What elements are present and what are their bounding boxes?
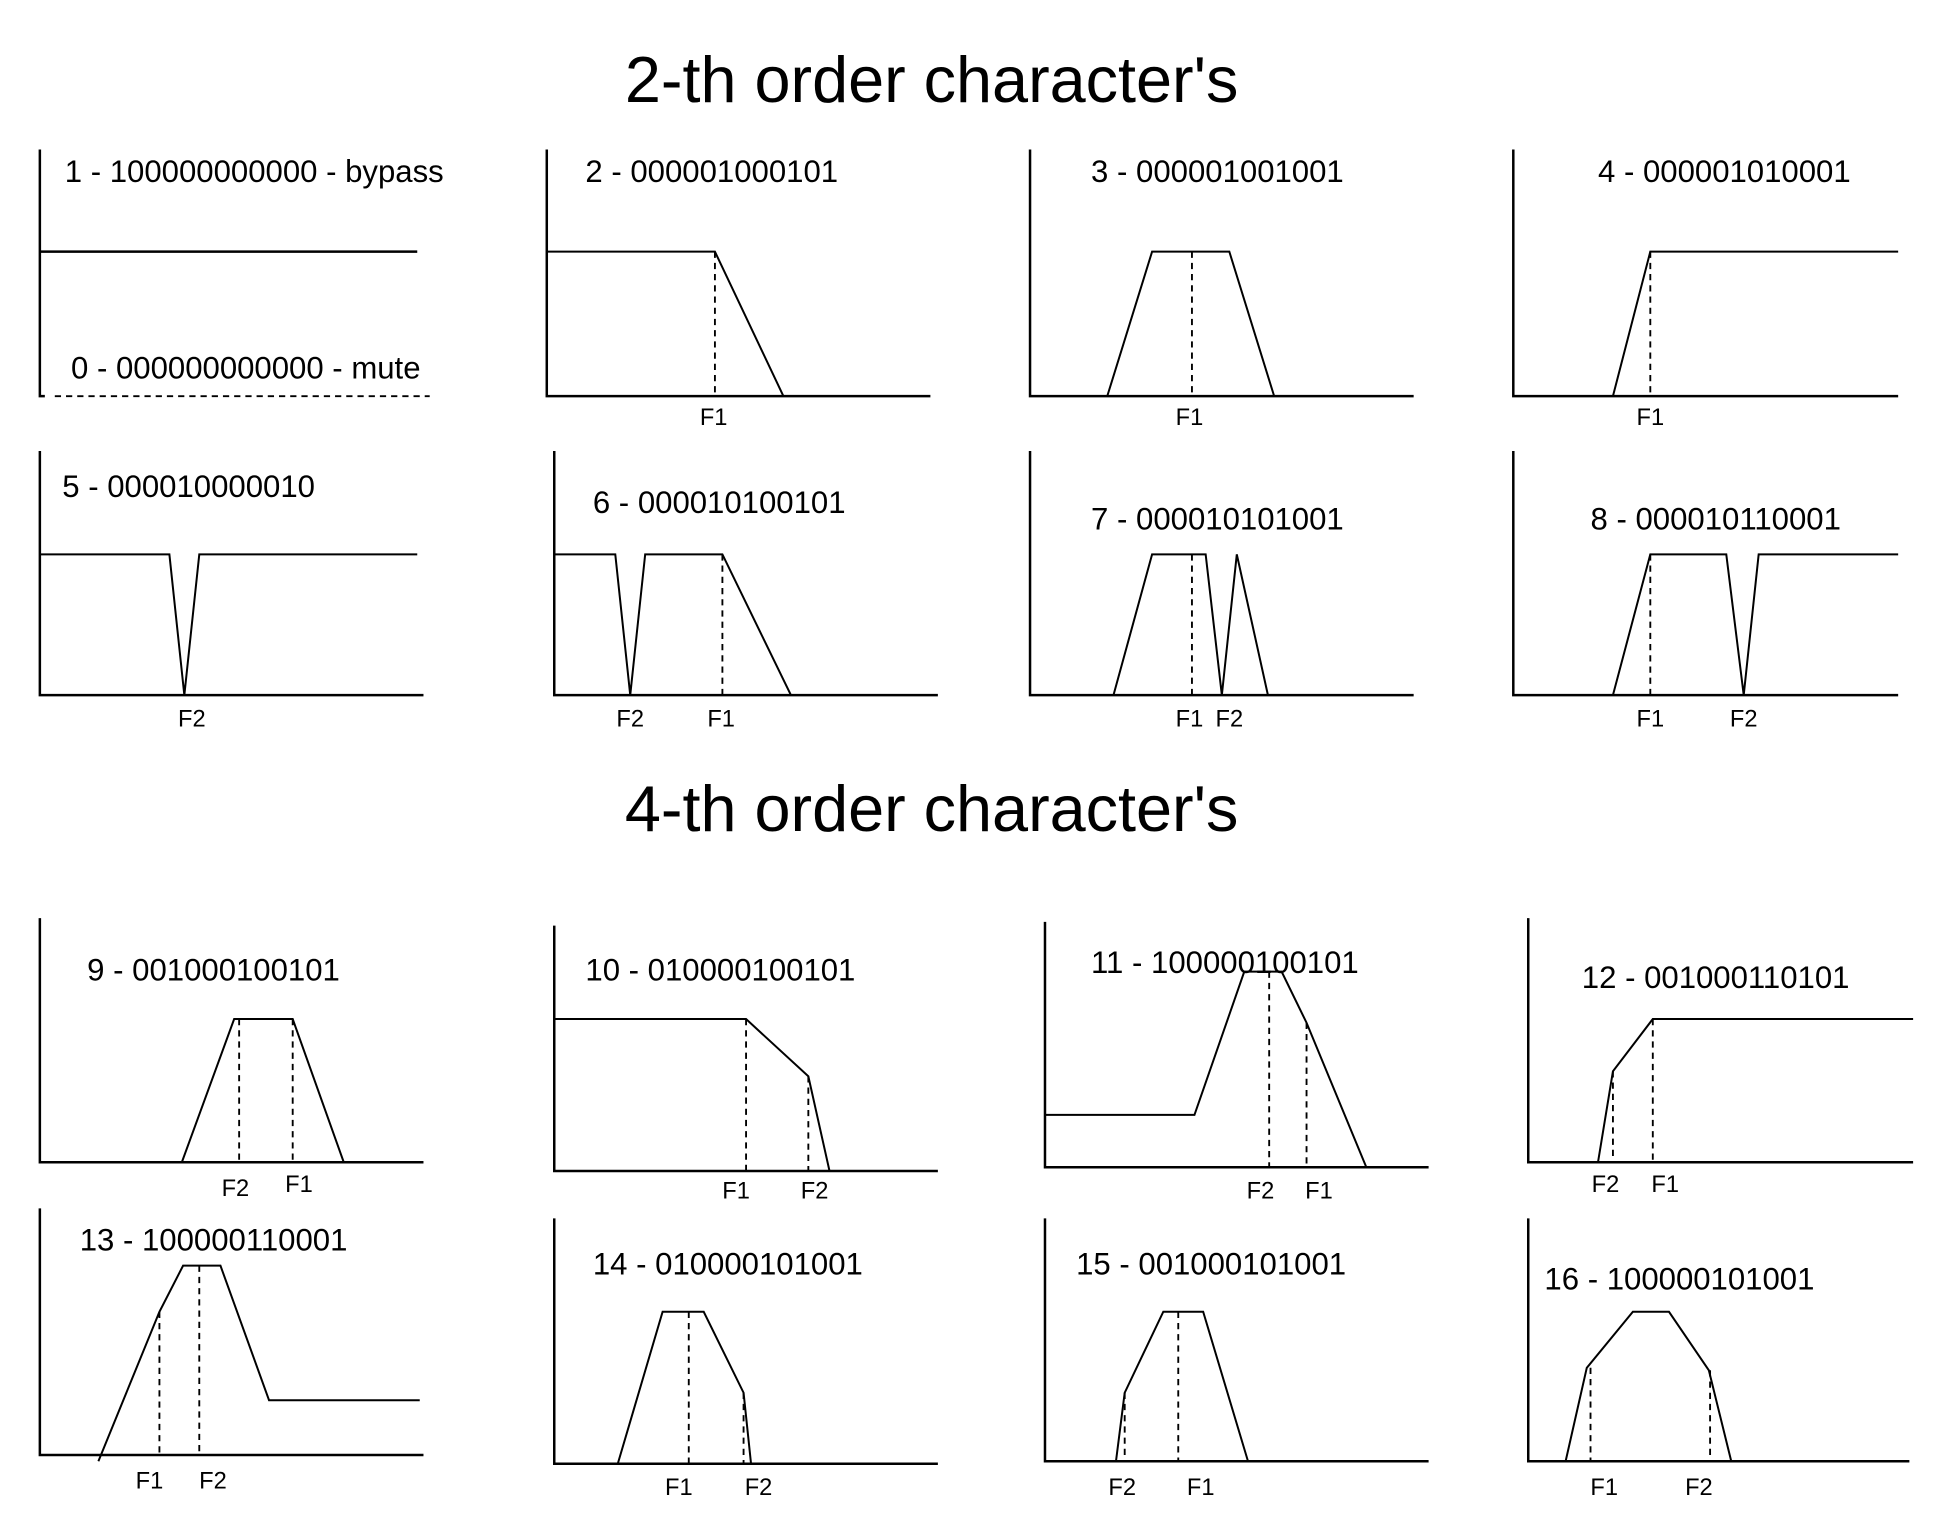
panel-9: 9 - 001000100101 F2 F1 xyxy=(38,918,424,1202)
panel-label: 16 - 100000101001 xyxy=(1544,1261,1814,1296)
freq-label: F1 xyxy=(136,1469,164,1495)
panel-2: 2 - 000001000101 F1 xyxy=(545,149,931,431)
panel-16: 16 - 100000101001 F1 F2 xyxy=(1526,1218,1910,1501)
panel-label: 15 - 001000101001 xyxy=(1076,1246,1346,1281)
title-2nd-order: 2-th order character's xyxy=(625,43,1238,116)
freq-label: F1 xyxy=(722,1178,750,1204)
panel-sublabel: 0 - 000000000000 - mute xyxy=(71,351,421,386)
panel-label: 7 - 000010101001 xyxy=(1091,501,1344,536)
freq-label: F2 xyxy=(178,706,206,732)
freq-label: F2 xyxy=(199,1469,227,1495)
freq-label: F1 xyxy=(1637,405,1665,431)
panel-4: 4 - 000001010001 F1 xyxy=(1512,149,1899,431)
freq-label: F2 xyxy=(222,1176,250,1202)
freq-label: F2 xyxy=(616,706,644,732)
panel-1-bypass-mute: 1 - 100000000000 - bypass 0 - 0000000000… xyxy=(38,149,444,398)
panel-8: 8 - 000010110001 F1 F2 xyxy=(1512,450,1899,732)
panel-label: 14 - 010000101001 xyxy=(593,1246,863,1281)
panel-label: 3 - 000001001001 xyxy=(1091,154,1344,189)
freq-label: F1 xyxy=(1305,1178,1333,1204)
panel-label: 1 - 100000000000 - bypass xyxy=(65,154,444,189)
panel-label: 5 - 000010000010 xyxy=(62,469,315,504)
freq-label: F1 xyxy=(285,1172,313,1198)
freq-label: F2 xyxy=(745,1475,773,1501)
freq-label: F2 xyxy=(1592,1172,1620,1198)
freq-label: F2 xyxy=(1216,706,1244,732)
panel-label: 10 - 010000100101 xyxy=(585,952,855,987)
panel-15: 15 - 001000101001 F2 F1 xyxy=(1043,1218,1429,1501)
panel-label: 13 - 100000110001 xyxy=(80,1223,348,1258)
freq-label: F2 xyxy=(1685,1475,1713,1501)
freq-label: F1 xyxy=(1637,706,1665,732)
freq-label: F1 xyxy=(1651,1172,1679,1198)
panel-5: 5 - 000010000010 F2 xyxy=(38,450,424,732)
panel-6: 6 - 000010100101 F2 F1 xyxy=(553,450,938,732)
panel-7: 7 - 000010101001 F1 F2 xyxy=(1028,450,1414,732)
panel-label: 8 - 000010110001 xyxy=(1591,501,1841,536)
panel-label: 12 - 001000110101 xyxy=(1582,960,1850,995)
panel-label: 4 - 000001010001 xyxy=(1598,154,1851,189)
panel-14: 14 - 010000101001 F1 F2 xyxy=(553,1218,938,1501)
panel-label: 11 - 100000100101 xyxy=(1091,945,1359,980)
freq-label: F2 xyxy=(801,1178,829,1204)
title-4th-order: 4-th order character's xyxy=(625,772,1238,845)
freq-label: F1 xyxy=(707,706,735,732)
panel-label: 9 - 001000100101 xyxy=(87,952,340,987)
freq-label: F2 xyxy=(1108,1475,1136,1501)
panel-12: 12 - 001000110101 F2 F1 xyxy=(1526,918,1914,1198)
panel-11: 11 - 100000100101 F2 F1 xyxy=(1043,921,1429,1204)
freq-label: F1 xyxy=(1176,405,1204,431)
freq-label: F1 xyxy=(1187,1475,1215,1501)
freq-label: F1 xyxy=(1176,706,1204,732)
freq-label: F1 xyxy=(665,1475,693,1501)
freq-label: F2 xyxy=(1730,706,1758,732)
panel-13: 13 - 100000110001 F1 F2 xyxy=(38,1208,424,1495)
freq-label: F1 xyxy=(700,405,728,431)
panel-10: 10 - 010000100101 F1 F2 xyxy=(553,925,938,1204)
freq-label: F1 xyxy=(1590,1475,1618,1501)
panel-label: 6 - 000010100101 xyxy=(593,485,846,520)
panel-label: 2 - 000001000101 xyxy=(585,154,838,189)
panel-3: 3 - 000001001001 F1 xyxy=(1028,149,1414,431)
freq-label: F2 xyxy=(1247,1178,1275,1204)
